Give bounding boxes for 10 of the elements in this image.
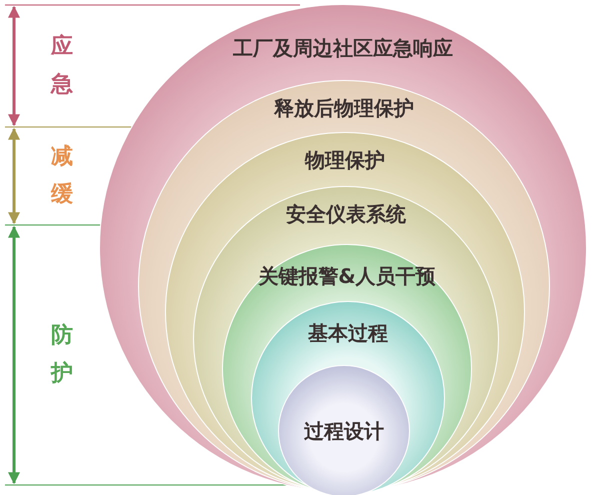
layer-label: 关键报警&人员干预 — [257, 263, 437, 290]
section-label: 应急 — [50, 32, 74, 99]
layer-label: 释放后物理保护 — [272, 95, 415, 122]
section-label: 防护 — [50, 322, 74, 388]
layer-label: 过程设计 — [303, 418, 385, 445]
layer-label: 安全仪表系统 — [285, 201, 407, 228]
section-label: 减缓 — [50, 143, 74, 209]
layer-label: 物理保护 — [304, 147, 386, 174]
layer-label: 工厂及周边社区应急响应 — [232, 35, 454, 62]
layer-label: 基本过程 — [307, 320, 389, 347]
